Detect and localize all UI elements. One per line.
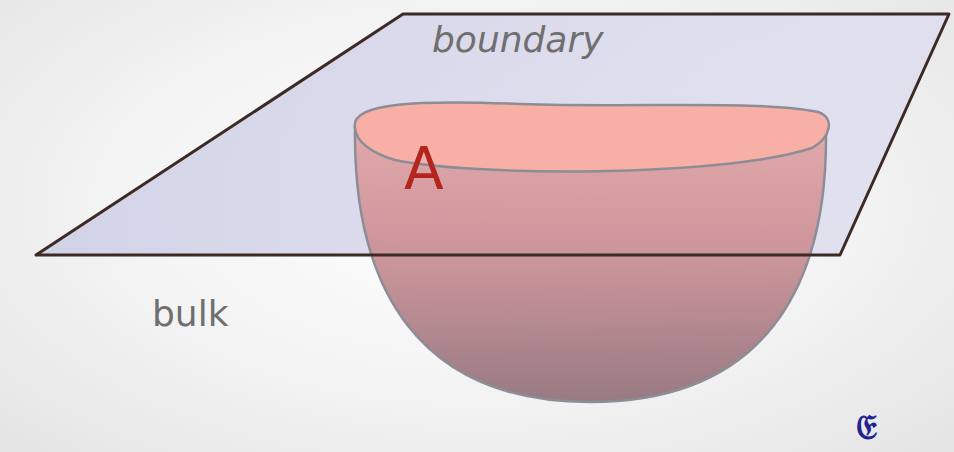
boundary-plane-outline [36,14,949,255]
plane-label: boundary [432,22,604,58]
region-label: A [404,140,444,198]
bulk-label: bulk [152,296,229,332]
surface-symbol: 𝔈 [856,410,877,444]
